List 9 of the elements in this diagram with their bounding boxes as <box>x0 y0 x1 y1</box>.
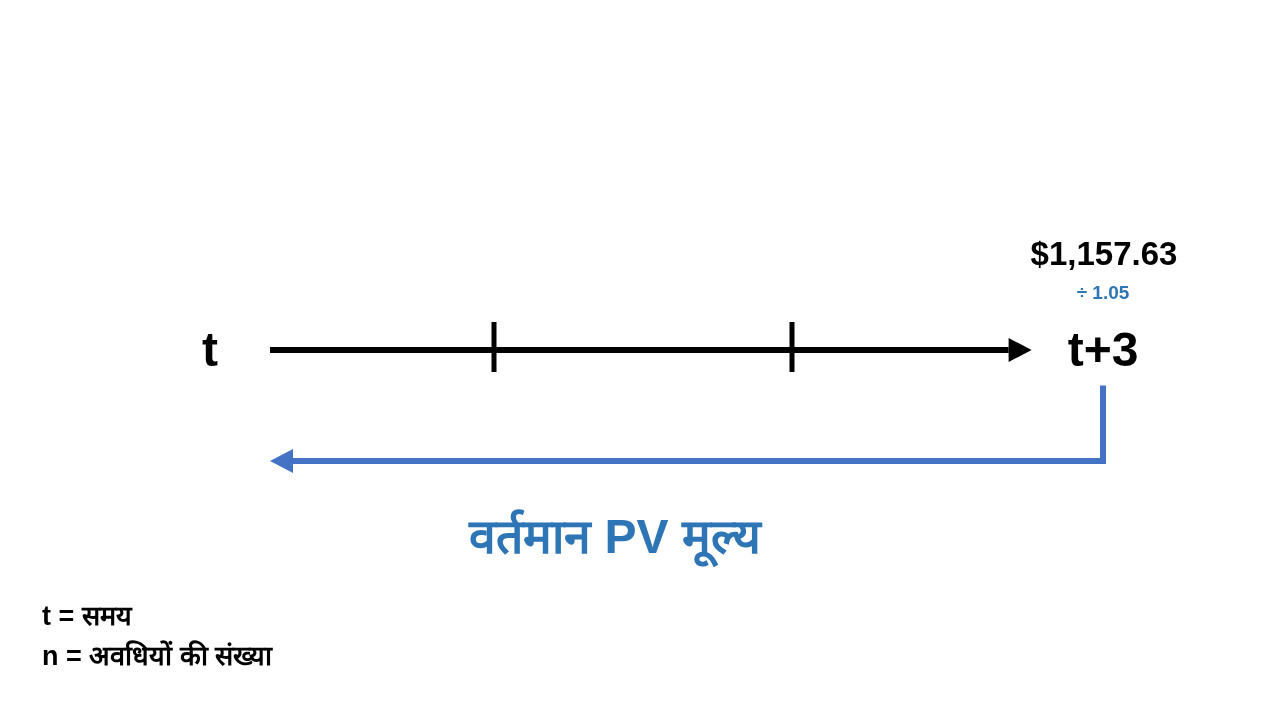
note-text: n = अवधियों की संख्या <box>42 641 273 673</box>
timeline-arrow <box>270 338 1032 362</box>
amount-label: $1,157.63 <box>1030 235 1178 273</box>
start-label: t <box>202 322 218 378</box>
end-label: t+3 <box>1067 322 1139 378</box>
divisor-label: ÷ 1.05 <box>1076 282 1130 304</box>
note-text: t = समय <box>42 601 132 633</box>
return-arrow <box>270 385 1106 473</box>
arrow-caption: वर्तमान PV मूल्य <box>469 509 761 565</box>
